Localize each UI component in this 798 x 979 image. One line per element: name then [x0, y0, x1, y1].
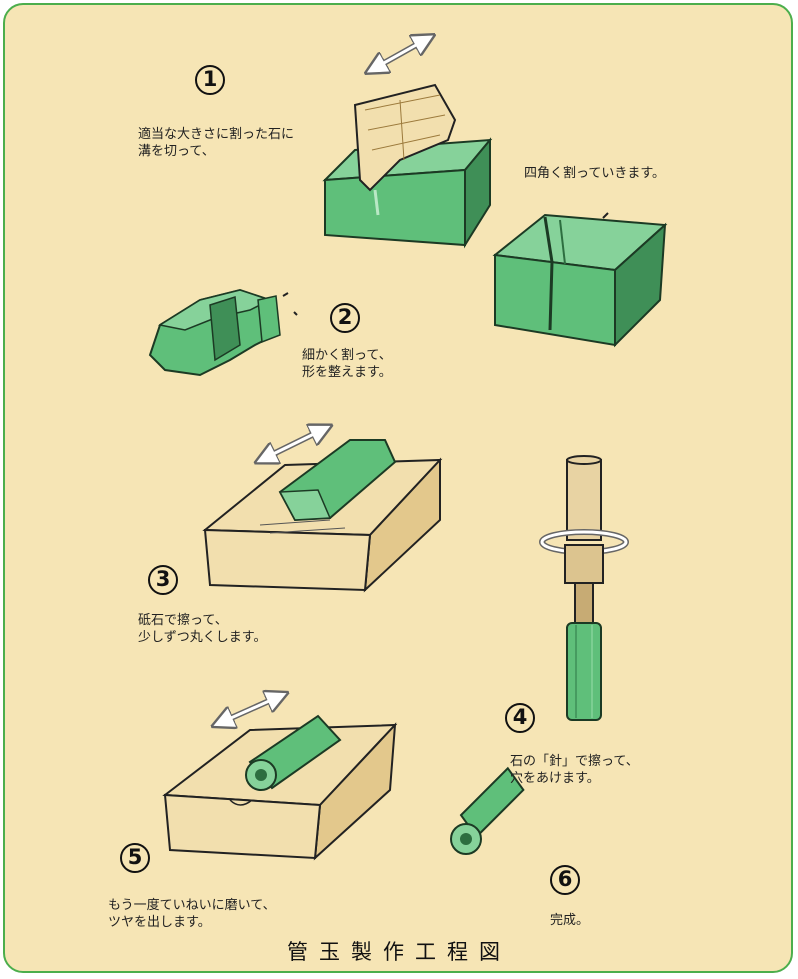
diagram-title: 管玉製作工程図	[287, 940, 511, 964]
step-5-caption-line-2: ツヤを出します。	[108, 915, 211, 930]
step-1-extra-caption: 四角く割っていきます。	[524, 166, 666, 181]
finished-tube-bead	[450, 766, 525, 855]
step-1-number: 1	[195, 65, 225, 95]
split-stone-block	[492, 212, 668, 348]
step-2-caption-line-1: 細かく割って、	[302, 348, 392, 363]
stone-block-with-saw	[322, 40, 493, 249]
step-3-caption: 砥石で擦って、 少しずつ丸くします。	[138, 612, 266, 646]
step-4-caption-line-2: 穴をあけます。	[510, 771, 600, 786]
prism-on-whetstone	[202, 430, 443, 593]
step-3-caption-line-1: 砥石で擦って、	[138, 613, 228, 628]
step-2-number: 2	[330, 303, 360, 333]
tube-on-grooved-whetstone	[162, 697, 398, 861]
step-3-caption-line-2: 少しずつ丸くします。	[138, 630, 267, 645]
step-2-caption: 細かく割って、 形を整えます。	[302, 347, 392, 381]
step-1-caption-line-1: 適当な大きさに割った石に	[138, 127, 295, 142]
step-5-caption-line-1: もう一度ていねいに磨いて、	[108, 898, 276, 913]
step-1-caption: 適当な大きさに割った石に 溝を切って、	[138, 126, 294, 160]
step-5-number: 5	[120, 843, 150, 873]
step-2-caption-line-2: 形を整えます。	[302, 365, 392, 380]
step-4-number: 4	[505, 703, 535, 733]
rough-stone	[148, 288, 298, 377]
step-1-caption-line-2: 溝を切って、	[138, 144, 215, 159]
step-6-number: 6	[550, 865, 580, 895]
step-4-caption-line-1: 石の「針」で擦って、	[510, 754, 639, 769]
drill-with-stone	[539, 455, 629, 721]
step-4-caption: 石の「針」で擦って、 穴をあけます。	[510, 753, 639, 787]
step-3-number: 3	[148, 565, 178, 595]
step-6-caption: 完成。	[550, 913, 590, 928]
step-5-caption: もう一度ていねいに磨いて、 ツヤを出します。	[108, 897, 276, 931]
